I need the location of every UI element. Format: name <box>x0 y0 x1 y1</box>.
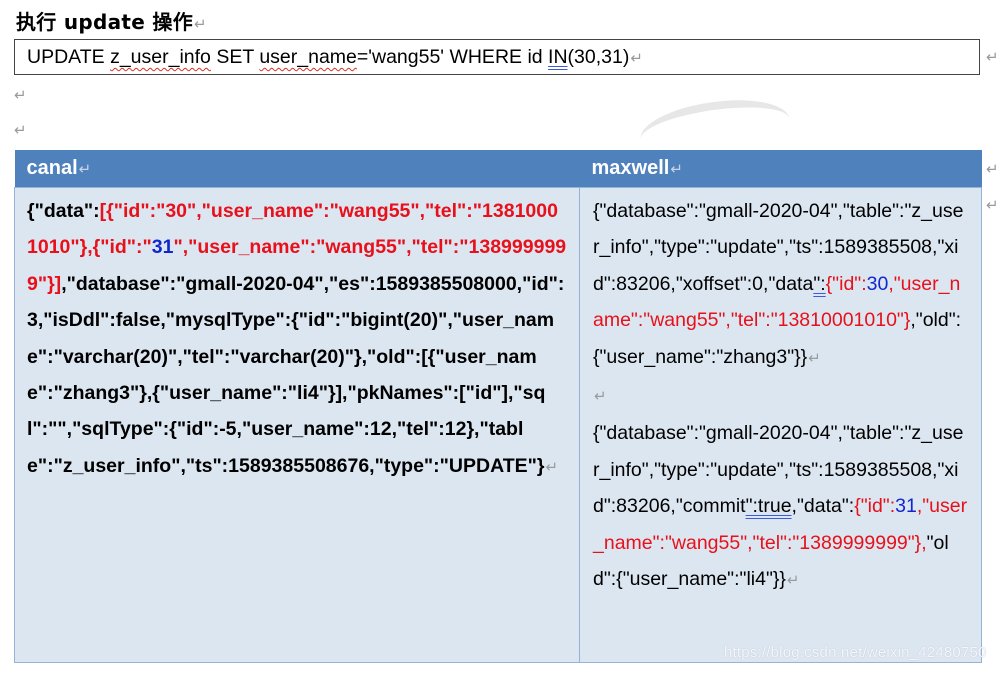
canal-data-highlight: [{"id":"30","user_name":"wang55","tel":"… <box>27 200 558 259</box>
table-row: {"data":[{"id":"30","user_name":"wang55"… <box>14 187 982 663</box>
sql-statement-box: UPDATE z_user_info SET user_name='wang55… <box>14 39 980 75</box>
section-heading: 执行 update 操作↵ <box>16 8 207 38</box>
sql-column: user_name <box>259 46 357 68</box>
comparison-table: canal↵ maxwell↵ {"data":[{"id":"30","use… <box>14 150 982 663</box>
row-end-mark: ↵ <box>986 197 999 214</box>
heading-text: 执行 update 操作 <box>16 10 194 34</box>
table-header-row: canal↵ maxwell↵ <box>14 150 982 188</box>
canal-data-highlight: ","user_name":"wang55","tel":"1389999999… <box>27 236 567 295</box>
empty-paragraph-mark: ↵ <box>14 122 27 139</box>
maxwell-event-2: {"database":"gmall-2020-04","table":"z_u… <box>593 422 968 591</box>
canal-id-highlight: 31 <box>151 236 174 259</box>
sql-prefix: UPDATE <box>27 46 111 68</box>
header-canal: canal↵ <box>14 150 580 188</box>
canal-json-cell: {"data":[{"id":"30","user_name":"wang55"… <box>14 187 580 663</box>
sql-set-keyword: SET <box>210 46 260 68</box>
maxwell-json-cell: {"database":"gmall-2020-04","table":"z_u… <box>579 187 982 663</box>
paragraph-mark: ↵ <box>194 15 207 33</box>
watermark-url: https://blog.csdn.net/weixin_42480750 <box>724 644 987 661</box>
sql-table-name: z_user_info <box>110 46 211 68</box>
paragraph-mark: ↵ <box>545 458 559 476</box>
row-end-mark: ↵ <box>986 161 999 178</box>
canal-text: ,"database":"gmall-2020-04","es":1589385… <box>27 272 565 477</box>
sql-values: (30,31) <box>567 46 630 68</box>
paragraph-mark: ↵ <box>630 50 643 67</box>
canal-text: {"data": <box>27 200 100 222</box>
empty-paragraph-mark: ↵ <box>594 388 607 406</box>
sql-in-keyword: IN <box>548 46 568 68</box>
empty-paragraph-mark: ↵ <box>14 87 27 104</box>
header-maxwell: maxwell↵ <box>579 150 982 188</box>
paragraph-mark: ↵ <box>986 49 999 66</box>
sql-assign: ='wang55' WHERE id <box>356 46 549 68</box>
maxwell-event-1: {"database":"gmall-2020-04","table":"z_u… <box>593 200 964 368</box>
